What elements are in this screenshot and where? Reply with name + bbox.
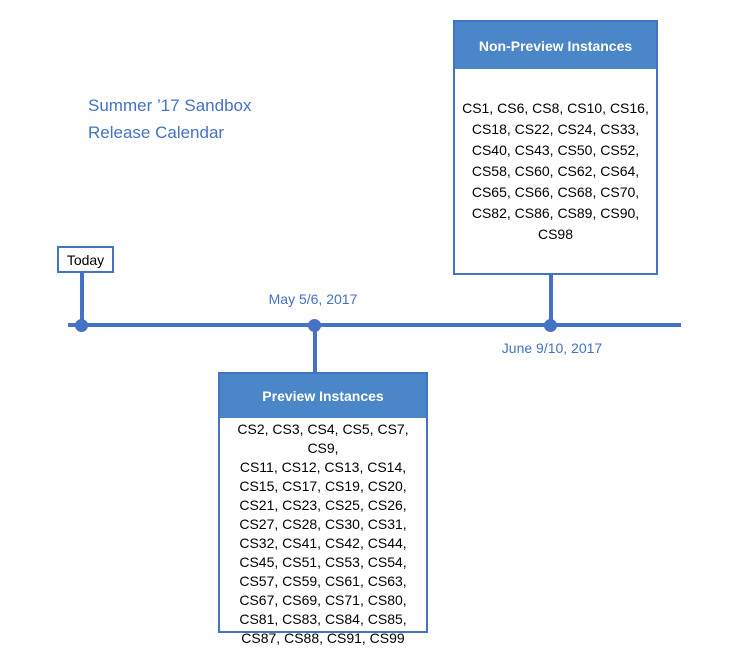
june-date-label: June 9/10, 2017: [501, 340, 603, 356]
may-date-label: May 5/6, 2017: [268, 291, 358, 307]
diagram-title: Summer ’17 Sandbox Release Calendar: [88, 96, 252, 142]
may-connector-line: [313, 325, 317, 372]
today-marker-box: Today: [57, 246, 114, 273]
non-preview-instances-header: Non-Preview Instances: [455, 22, 656, 69]
preview-instances-box: Preview Instances CS2, CS3, CS4, CS5, CS…: [218, 372, 428, 646]
non-preview-instances-list: CS1, CS6, CS8, CS10, CS16, CS18, CS22, C…: [462, 99, 649, 242]
today-timeline-dot: [75, 319, 88, 332]
june-connector-line: [549, 275, 553, 325]
today-connector-line: [80, 273, 84, 325]
timeline-axis: [68, 323, 681, 327]
june-timeline-dot: [544, 319, 557, 332]
preview-instances-list: CS2, CS3, CS4, CS5, CS7, CS9, CS11, CS12…: [237, 421, 409, 646]
may-timeline-dot: [308, 319, 321, 332]
non-preview-instances-box: Non-Preview Instances CS1, CS6, CS8, CS1…: [453, 20, 658, 275]
preview-instances-header: Preview Instances: [220, 374, 426, 418]
